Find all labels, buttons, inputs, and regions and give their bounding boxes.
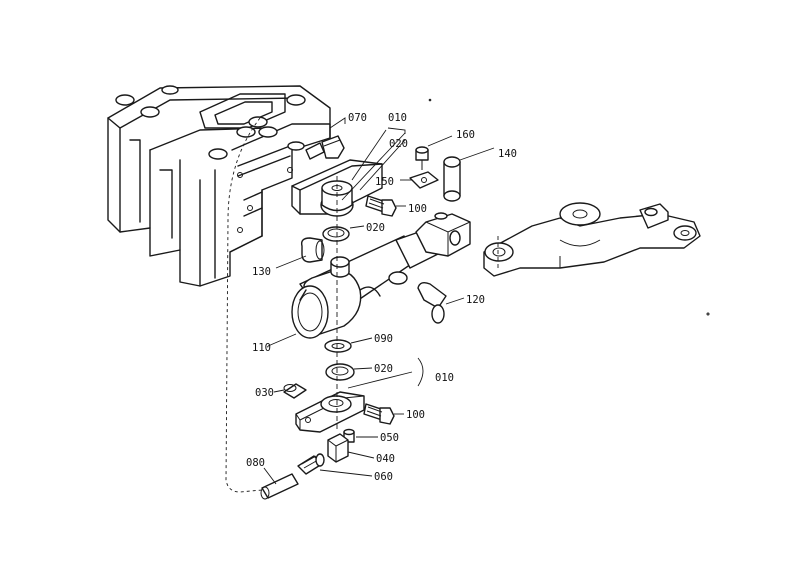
callout-110: 110 — [252, 342, 271, 354]
leader-lines — [225, 117, 499, 493]
lower-bracket — [295, 391, 365, 433]
bolt-160 — [415, 146, 429, 170]
callout-020-top: 020 — [389, 138, 408, 150]
o-ring-020-mid — [322, 226, 350, 242]
callout-060: 060 — [374, 471, 393, 483]
callout-080: 080 — [246, 457, 265, 469]
lift-arm — [483, 202, 701, 277]
transmission-housing — [107, 85, 331, 287]
elbow-fitting-070 — [305, 135, 345, 160]
callout-010-low: 010 — [435, 372, 454, 384]
pin-030 — [283, 383, 307, 399]
bolt-100-upper — [365, 195, 397, 217]
callout-050: 050 — [380, 432, 399, 444]
callout-040: 040 — [376, 453, 395, 465]
elbow-fitting-120 — [417, 281, 447, 324]
lock-plate-150 — [409, 171, 439, 189]
pin-140 — [443, 156, 461, 202]
callout-140: 140 — [498, 148, 517, 160]
callout-020-low: 020 — [374, 363, 393, 375]
callout-150: 150 — [375, 176, 394, 188]
hydraulic-cylinder-110 — [291, 225, 447, 339]
callout-070: 070 — [348, 112, 367, 124]
callout-100-top: 100 — [408, 203, 427, 215]
callout-090: 090 — [374, 333, 393, 345]
tee-fitting-040 — [327, 433, 349, 463]
fitting-060 — [297, 453, 325, 475]
washer-090 — [324, 339, 352, 353]
callout-020-mid: 020 — [366, 222, 385, 234]
callout-010-top: 010 — [388, 112, 407, 124]
rod-clevis — [415, 212, 471, 257]
callout-030: 030 — [255, 387, 274, 399]
o-ring-020-lower — [325, 363, 355, 381]
callout-labels: 070 010 020 160 140 150 100 020 130 120 … — [246, 112, 517, 483]
callout-120: 120 — [466, 294, 485, 306]
callout-100-low: 100 — [406, 409, 425, 421]
bolt-100-lower — [363, 403, 395, 425]
pipe-080 — [260, 473, 299, 500]
callout-130: 130 — [252, 266, 271, 278]
elbow-fitting-130 — [300, 237, 325, 263]
callout-160: 160 — [456, 129, 475, 141]
